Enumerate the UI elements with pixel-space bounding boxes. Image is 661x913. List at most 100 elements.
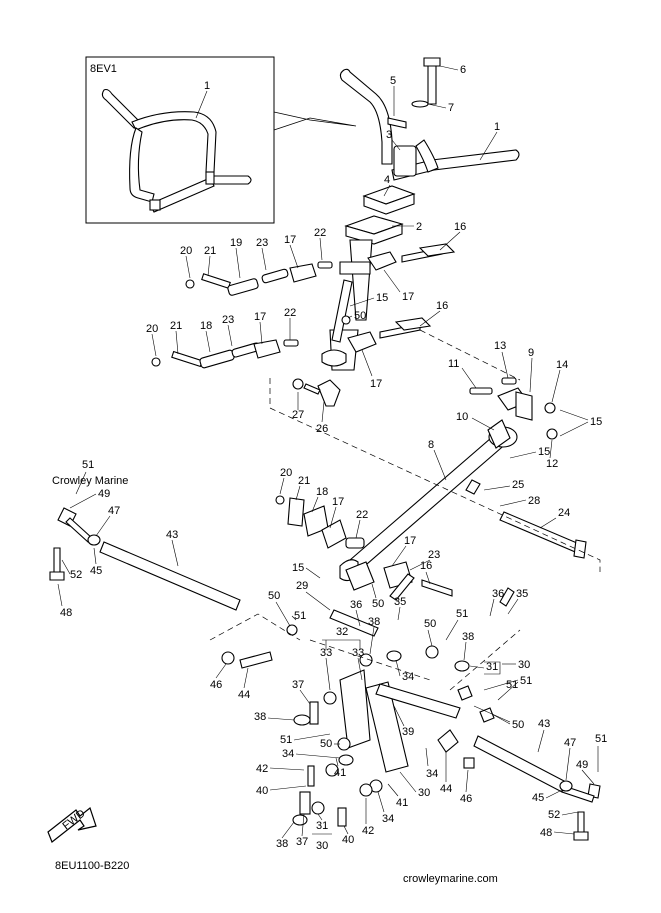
callout-38-d: 38 <box>276 838 288 850</box>
callout-21-b: 21 <box>170 320 182 332</box>
callout-34-c: 34 <box>426 768 438 780</box>
callout-21-a: 21 <box>204 245 216 257</box>
callout-51-a: 51 <box>82 459 94 471</box>
callout-36-a: 36 <box>350 599 362 611</box>
callout-13: 13 <box>494 340 506 352</box>
callout-21-c: 21 <box>298 475 310 487</box>
callout-41-a: 41 <box>334 767 346 779</box>
callout-20-a: 20 <box>180 245 192 257</box>
callout-22-a: 22 <box>314 227 326 239</box>
callout-11: 11 <box>448 358 459 370</box>
callout-35-b: 35 <box>516 588 528 600</box>
callout-51-f: 51 <box>595 733 607 745</box>
callout-48-b: 48 <box>540 827 552 839</box>
callout-31-b: 31 <box>316 820 328 832</box>
callout-23-b: 23 <box>222 314 234 326</box>
upper-bracket-set <box>185 243 456 296</box>
callout-22-c: 22 <box>356 509 368 521</box>
callout-8: 8 <box>428 439 434 451</box>
diagram-code: 8EU1100-B220 <box>55 860 129 872</box>
callout-18-a: 18 <box>200 320 212 332</box>
reference-lines <box>209 329 601 691</box>
callout-46-a: 46 <box>210 679 222 691</box>
callout-7: 7 <box>448 102 454 114</box>
callout-17-f: 17 <box>404 535 416 547</box>
callout-50-c: 50 <box>372 598 384 610</box>
callout-25: 25 <box>512 479 524 491</box>
callout-19: 19 <box>230 237 242 249</box>
tie-rods <box>49 507 601 841</box>
callout-34-a: 34 <box>402 671 414 683</box>
lower-linkage <box>221 573 515 827</box>
callout-37-a: 37 <box>292 679 304 691</box>
callout-15-d: 15 <box>292 562 304 574</box>
callout-52-a: 52 <box>70 569 82 581</box>
callout-50-b: 50 <box>268 590 280 602</box>
callout-51-b: 51 <box>294 610 306 622</box>
callout-46-b: 46 <box>460 793 472 805</box>
callout-49-b: 49 <box>576 759 588 771</box>
callout-22-b: 22 <box>284 307 296 319</box>
callout-43-b: 43 <box>538 718 550 730</box>
callout-1-inset: 1 <box>204 80 210 92</box>
callout-16-a: 16 <box>454 221 466 233</box>
callout-30-a: 30 <box>518 659 530 671</box>
callout-1: 1 <box>494 121 500 133</box>
callout-51-e: 51 <box>520 675 532 687</box>
callout-20-b: 20 <box>146 323 158 335</box>
callout-17-a: 17 <box>284 234 296 246</box>
callout-33-a: 33 <box>320 647 332 659</box>
site-footer-text: crowleymarine.com <box>403 873 498 885</box>
callout-35-a: 35 <box>394 596 406 608</box>
fwd-arrow-icon: FWD <box>47 806 97 843</box>
watermark-text: Crowley Marine <box>52 475 128 487</box>
callout-labels: 1 2 3 4 5 6 7 8 9 10 11 12 13 14 15 15 1… <box>57 64 607 852</box>
callout-9: 9 <box>528 347 534 359</box>
callout-27: 27 <box>292 409 304 421</box>
steering-shaft-assembly <box>339 377 587 582</box>
inset-handlebar <box>101 88 252 213</box>
callout-6: 6 <box>460 64 466 76</box>
callout-24: 24 <box>558 507 570 519</box>
callout-17-b: 17 <box>402 291 414 303</box>
callout-33-b: 33 <box>352 647 364 659</box>
callout-40-a: 40 <box>256 785 268 797</box>
lower-bracket-set <box>151 315 432 369</box>
callout-49-a: 49 <box>98 488 110 500</box>
callout-29: 29 <box>296 580 308 592</box>
callout-31-a: 31 <box>486 661 498 673</box>
callout-42-a: 42 <box>256 763 268 775</box>
callout-51-c: 51 <box>456 608 468 620</box>
callout-43-a: 43 <box>166 529 178 541</box>
callout-15-a: 15 <box>376 292 388 304</box>
callout-42-b: 42 <box>362 825 374 837</box>
callout-17-c: 17 <box>254 311 266 323</box>
callout-36-b: 36 <box>492 588 504 600</box>
callout-34-d: 34 <box>382 813 394 825</box>
inset-8ev1: 8EV1 1 <box>85 56 357 224</box>
callout-51-d: 51 <box>280 734 292 746</box>
callout-30-c: 30 <box>316 840 328 852</box>
callout-18-b: 18 <box>316 486 328 498</box>
callout-30-b: 30 <box>418 787 430 799</box>
callout-41-b: 41 <box>396 797 408 809</box>
callout-12: 12 <box>546 458 558 470</box>
callout-17-e: 17 <box>332 496 344 508</box>
callout-4: 4 <box>384 174 390 186</box>
callout-5: 5 <box>390 75 396 87</box>
callout-50-f: 50 <box>512 719 524 731</box>
callout-45-a: 45 <box>90 565 102 577</box>
callout-47-a: 47 <box>108 505 120 517</box>
callout-16-c: 16 <box>420 560 432 572</box>
callout-26: 26 <box>316 423 328 435</box>
callout-44-b: 44 <box>440 783 452 795</box>
callout-3: 3 <box>386 129 392 141</box>
callout-39: 39 <box>402 726 414 738</box>
callout-45-b: 45 <box>532 792 544 804</box>
callout-40-b: 40 <box>342 834 354 846</box>
callout-10: 10 <box>456 411 468 423</box>
callout-52-b: 52 <box>548 809 560 821</box>
callout-38-c: 38 <box>254 711 266 723</box>
callout-47-b: 47 <box>564 737 576 749</box>
